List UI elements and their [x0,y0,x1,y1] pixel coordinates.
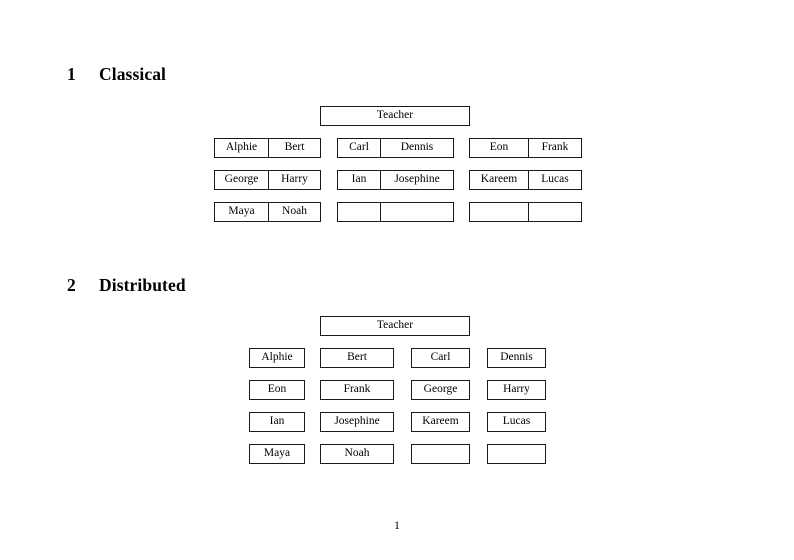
name-cell: Maya [228,205,255,218]
name-cell: George [224,173,259,186]
section-number: 2 [67,275,76,295]
name-box-empty [411,444,470,464]
table-row: George Harry [214,170,321,190]
table-row: Alphie Bert [214,138,321,158]
name-box: Noah [320,444,394,464]
name-box: Kareem [411,412,470,432]
name-box: George [411,380,470,400]
name-cell: Noah [268,203,320,221]
section-heading-distributed: 2 Distributed [67,275,186,295]
table-row-empty [337,202,454,222]
name-cell: Alphie [225,141,258,154]
name-cell-empty [338,203,380,221]
name-cell-empty [470,203,528,221]
name-cell: Eon [489,141,509,154]
name-cell: Carl [349,141,369,154]
table-row: Carl Dennis [337,138,454,158]
name-box: Eon [249,380,305,400]
teacher-box-classical: Teacher [320,106,470,126]
name-cell: Dennis [380,139,453,157]
table-row: Ian Josephine [337,170,454,190]
name-cell-empty [528,203,581,221]
section-heading-classical: 1 Classical [67,64,167,84]
name-cell: Ian [351,173,367,186]
name-box: Harry [487,380,546,400]
name-box: Dennis [487,348,546,368]
name-box: Bert [320,348,394,368]
name-box: Frank [320,380,394,400]
name-cell: Kareem [480,173,518,186]
name-cell: Frank [528,139,581,157]
name-cell: Harry [268,171,320,189]
name-box: Ian [249,412,305,432]
name-box: Josephine [320,412,394,432]
name-box-empty [487,444,546,464]
name-box: Carl [411,348,470,368]
name-cell-empty [380,203,453,221]
name-cell: Bert [268,139,320,157]
table-row: Eon Frank [469,138,582,158]
teacher-box-distributed: Teacher [320,316,470,336]
table-row: Kareem Lucas [469,170,582,190]
name-box: Maya [249,444,305,464]
name-box: Alphie [249,348,305,368]
section-number: 1 [67,64,76,84]
section-title: Distributed [99,275,186,295]
section-title: Classical [99,64,167,84]
table-row: Maya Noah [214,202,321,222]
name-cell: Josephine [380,171,453,189]
table-row-empty [469,202,582,222]
name-box: Lucas [487,412,546,432]
page-number: 1 [394,520,400,532]
name-cell: Lucas [528,171,581,189]
